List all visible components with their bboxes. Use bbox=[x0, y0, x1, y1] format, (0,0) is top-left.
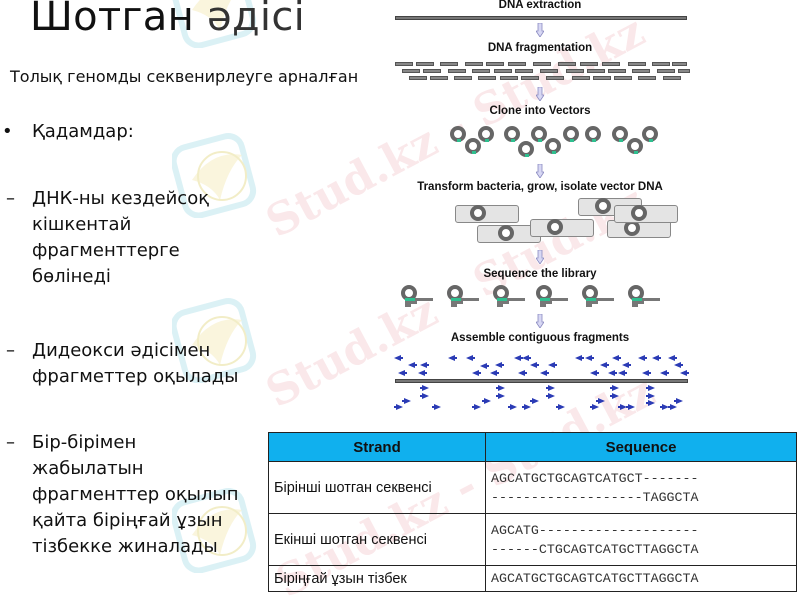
arrow-down-icon bbox=[536, 23, 544, 37]
step-label-assemble-fragments: Assemble contiguous fragments bbox=[450, 332, 630, 344]
strand-cell: Екінші шотган секвенсі bbox=[268, 513, 486, 566]
step-label-sequence-library: Sequence the library bbox=[483, 268, 597, 280]
dash-marker: – bbox=[6, 188, 15, 209]
sequence-cell: AGCATGCTGCAGTCATGCT------- -------------… bbox=[485, 461, 797, 514]
strand-cell: Бірінші шотган секвенсі bbox=[268, 461, 486, 514]
step-text: ДНК-ны кездейсоқ кішкентай фрагменттерге… bbox=[32, 188, 210, 287]
step-label-clone-into-vectors: Clone into Vectors bbox=[489, 105, 591, 117]
dash-marker: – bbox=[6, 340, 15, 361]
step-label-dna-extraction: DNA extraction bbox=[498, 0, 582, 11]
slide-title-rest: әдісі bbox=[194, 0, 306, 40]
step-item: – Бір-бірімен жабылатын фрагменттер оқыл… bbox=[0, 430, 252, 560]
bullet-label: Қадамдар: bbox=[32, 121, 134, 142]
arrow-down-icon bbox=[536, 87, 544, 101]
table-header-row: Strand Sequence bbox=[268, 432, 797, 462]
table-row: Біріңғай ұзын тізбек AGCATGCTGCAGTCATGCT… bbox=[268, 565, 797, 592]
arrow-down-icon bbox=[536, 164, 544, 178]
arrow-down-icon bbox=[536, 314, 544, 328]
column-header-sequence: Sequence bbox=[485, 432, 797, 462]
step-label-transform-bacteria: Transform bacteria, grow, isolate vector… bbox=[417, 181, 663, 193]
dash-marker: – bbox=[6, 432, 15, 453]
step-item: – ДНК-ны кездейсоқ кішкентай фрагменттер… bbox=[0, 186, 222, 290]
read-arrows bbox=[394, 355, 689, 410]
column-header-strand: Strand bbox=[268, 432, 486, 462]
sequence-table: Strand Sequence Бірінші шотган секвенсі … bbox=[268, 432, 797, 592]
genomic-dna-strand bbox=[395, 16, 687, 20]
sequence-cell: AGCATGCTGCAGTCATGCTTAGGCTA bbox=[485, 565, 797, 592]
step-label-dna-fragmentation: DNA fragmentation bbox=[487, 42, 593, 54]
slide-title: Шотган әдісі bbox=[30, 0, 305, 40]
watermark-logo-icon bbox=[172, 133, 257, 218]
strand-cell: Біріңғай ұзын тізбек bbox=[268, 565, 486, 592]
sequence-cell: AGCATG-------------------- ------CTGCAGT… bbox=[485, 513, 797, 566]
watermark-logo-icon bbox=[172, 298, 257, 383]
step-item: – Дидеокси әдісімен фрагметтер оқылады bbox=[0, 338, 257, 390]
bullet-item: • Қадамдар: bbox=[0, 121, 134, 142]
shotgun-sequencing-diagram: DNA extraction DNA fragmentation Clone i… bbox=[380, 0, 700, 410]
watermark-logo-icon bbox=[172, 0, 257, 48]
slide-subtitle: Толық геномды секвенирлеуге арналған bbox=[10, 67, 359, 86]
arrow-down-icon bbox=[536, 250, 544, 264]
watermark-logo-icon bbox=[172, 488, 257, 573]
bullet-marker: • bbox=[2, 121, 13, 142]
step-text: Дидеокси әдісімен фрагметтер оқылады bbox=[32, 340, 239, 387]
table-row: Екінші шотган секвенсі AGCATG-----------… bbox=[268, 513, 797, 566]
step-text: Бір-бірімен жабылатын фрагменттер оқылып… bbox=[32, 432, 239, 557]
slide-title-main: Шотган bbox=[30, 0, 195, 40]
table-row: Бірінші шотган секвенсі AGCATGCTGCAGTCAT… bbox=[268, 461, 797, 514]
